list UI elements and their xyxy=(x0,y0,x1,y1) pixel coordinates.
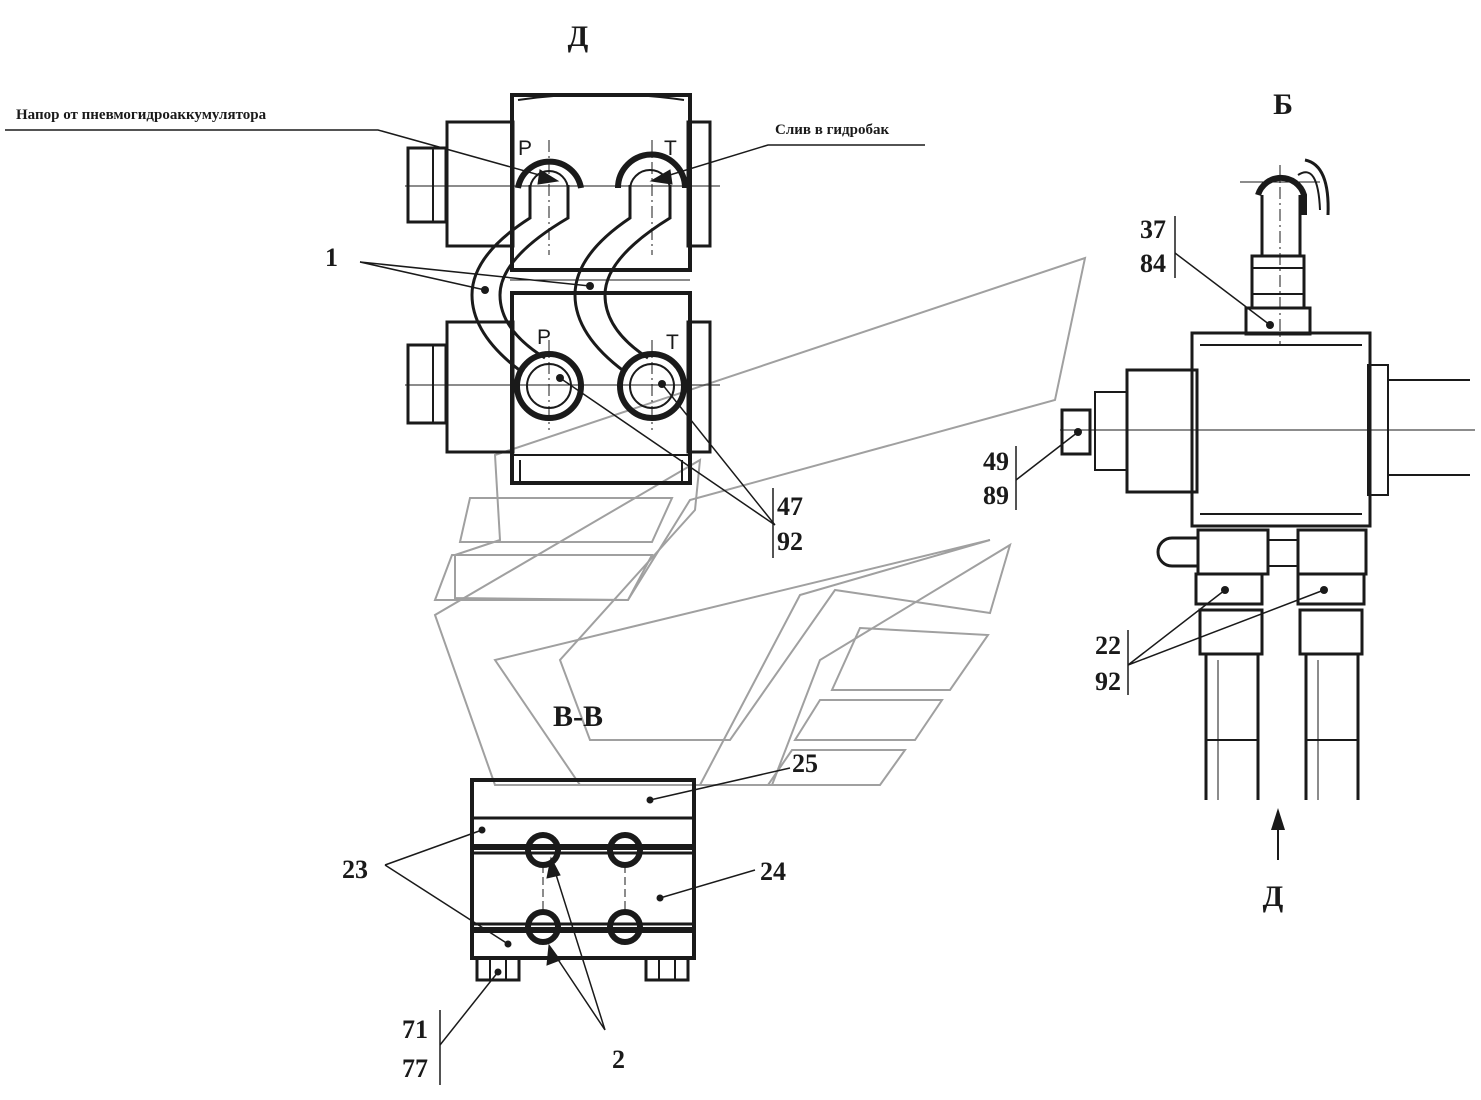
section-vv-title: В-В xyxy=(553,700,603,733)
view-b-title: Б xyxy=(1273,88,1293,121)
view-d-upper-block xyxy=(405,93,720,272)
pressure-note: Напор от пневмогидроаккумулятора xyxy=(16,107,267,123)
callout-25: 25 xyxy=(792,749,818,778)
callout-92-b: 92 xyxy=(1095,667,1121,696)
callout-77: 77 xyxy=(402,1054,428,1083)
callout-84: 84 xyxy=(1140,249,1166,278)
port-t-upper: T xyxy=(664,137,677,160)
callout-1: 1 xyxy=(325,243,338,272)
callout-2: 2 xyxy=(612,1045,625,1074)
view-d-hoses xyxy=(470,151,690,374)
callout-24: 24 xyxy=(760,857,786,886)
callout-92-a: 92 xyxy=(777,527,803,556)
callout-71: 71 xyxy=(402,1015,428,1044)
labels: Д Б В-В Д Напор от пневмогидроаккумулято… xyxy=(16,20,1293,1083)
callout-47: 47 xyxy=(777,492,803,521)
view-b-assembly xyxy=(1060,158,1475,860)
callout-49: 49 xyxy=(983,447,1009,476)
callout-37: 37 xyxy=(1140,215,1166,244)
port-t-lower: T xyxy=(666,331,679,354)
port-p-lower: P xyxy=(537,326,551,349)
callout-89: 89 xyxy=(983,481,1009,510)
view-d-arrow-label: Д xyxy=(1263,880,1284,913)
port-p-upper: P xyxy=(518,137,532,160)
callout-22: 22 xyxy=(1095,631,1121,660)
view-d-lower-block xyxy=(405,291,720,485)
view-d-title: Д xyxy=(568,20,589,53)
leader-lines xyxy=(5,129,1325,1085)
section-vv xyxy=(470,778,696,982)
background-watermark xyxy=(433,256,1087,786)
drain-note: Слив в гидробак xyxy=(775,122,889,138)
callout-23: 23 xyxy=(342,855,368,884)
